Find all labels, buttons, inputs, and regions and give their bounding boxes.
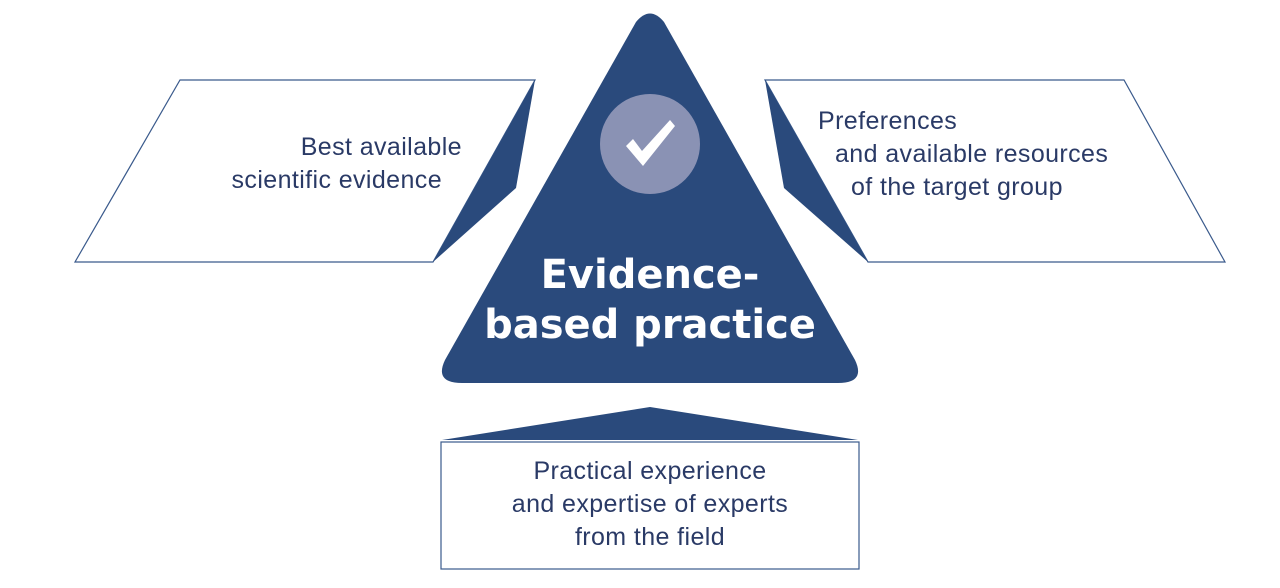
bottom-panel-line2: and expertise of experts — [511, 490, 789, 518]
center-title: Evidence- based practice — [440, 250, 860, 350]
right-panel-line1: Preferences — [818, 107, 958, 135]
check-badge — [600, 94, 700, 194]
left-panel-wedge — [433, 80, 535, 262]
check-icon — [626, 120, 675, 166]
bottom-panel-line1: Practical experience — [533, 457, 767, 485]
center-title-line2: based practice — [484, 302, 816, 348]
left-panel-label: Best available scientific evidence — [150, 131, 462, 197]
right-panel-box — [763, 79, 1227, 263]
right-panel-line2: and available resources — [835, 140, 1109, 168]
left-panel-line1: Best available — [300, 133, 462, 161]
right-panel-line3: of the target group — [851, 173, 1063, 201]
bottom-panel-line3: from the field — [574, 523, 726, 551]
bottom-panel-label: Practical experience and expertise of ex… — [440, 455, 860, 554]
bottom-panel-box — [440, 441, 860, 570]
right-panel-label: Preferences and available resources of t… — [818, 105, 1108, 204]
left-panel-line2: scientific evidence — [231, 166, 442, 194]
center-title-line1: Evidence- — [540, 252, 760, 298]
center-triangle — [441, 13, 859, 383]
bottom-panel-roof — [442, 407, 858, 440]
right-panel-wedge — [765, 80, 868, 262]
